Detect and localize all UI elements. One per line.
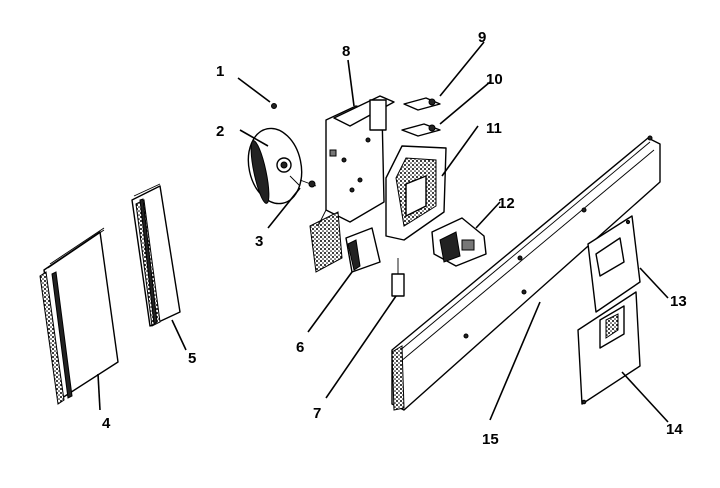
callout-1: 1 [216, 63, 224, 80]
callout-2: 2 [216, 123, 224, 140]
part-10-terminal [401, 123, 441, 137]
leader-9 [439, 41, 485, 97]
part-2-dial-plate [247, 127, 303, 205]
part-7-plug [391, 258, 405, 297]
leader-14 [621, 371, 669, 423]
callout-9: 9 [478, 29, 486, 46]
callout-3: 3 [255, 233, 263, 250]
part-6-switch [345, 227, 381, 273]
leader-13 [639, 267, 669, 299]
leader-11 [441, 125, 479, 177]
part-8-bracket [309, 95, 395, 273]
part-11-frame [385, 145, 447, 241]
leader-12 [475, 201, 501, 229]
leader-4 [97, 373, 101, 411]
callout-14: 14 [666, 421, 683, 438]
leader-2 [239, 129, 269, 147]
leader-15 [489, 301, 541, 421]
callout-11: 11 [486, 120, 502, 137]
callout-labels: 1 2 3 4 5 6 7 8 9 10 11 12 13 14 15 [102, 29, 687, 448]
part-9-terminal [403, 97, 441, 111]
part-14-plate [577, 291, 641, 405]
callout-8: 8 [342, 43, 350, 60]
callout-7: 7 [313, 405, 321, 422]
part-15-rail [391, 135, 661, 411]
leader-3 [267, 187, 301, 229]
part-5-panel [131, 183, 181, 327]
leader-lines [97, 41, 669, 423]
leader-7 [325, 295, 397, 399]
leader-1 [237, 77, 271, 103]
part-13-plate [587, 215, 641, 313]
callout-13: 13 [670, 293, 687, 310]
part-12-relay [431, 217, 487, 267]
part-3-screw [299, 179, 317, 188]
leader-8 [347, 59, 355, 107]
part-4-panel [39, 227, 119, 405]
leader-10 [439, 81, 491, 125]
callout-4: 4 [102, 415, 111, 432]
callout-5: 5 [188, 350, 196, 367]
callout-6: 6 [296, 339, 304, 356]
leader-5 [171, 319, 187, 351]
callout-10: 10 [486, 71, 503, 88]
leader-6 [307, 271, 353, 333]
part-1-screw [271, 103, 277, 109]
callout-12: 12 [498, 195, 515, 212]
callout-15: 15 [482, 431, 499, 448]
